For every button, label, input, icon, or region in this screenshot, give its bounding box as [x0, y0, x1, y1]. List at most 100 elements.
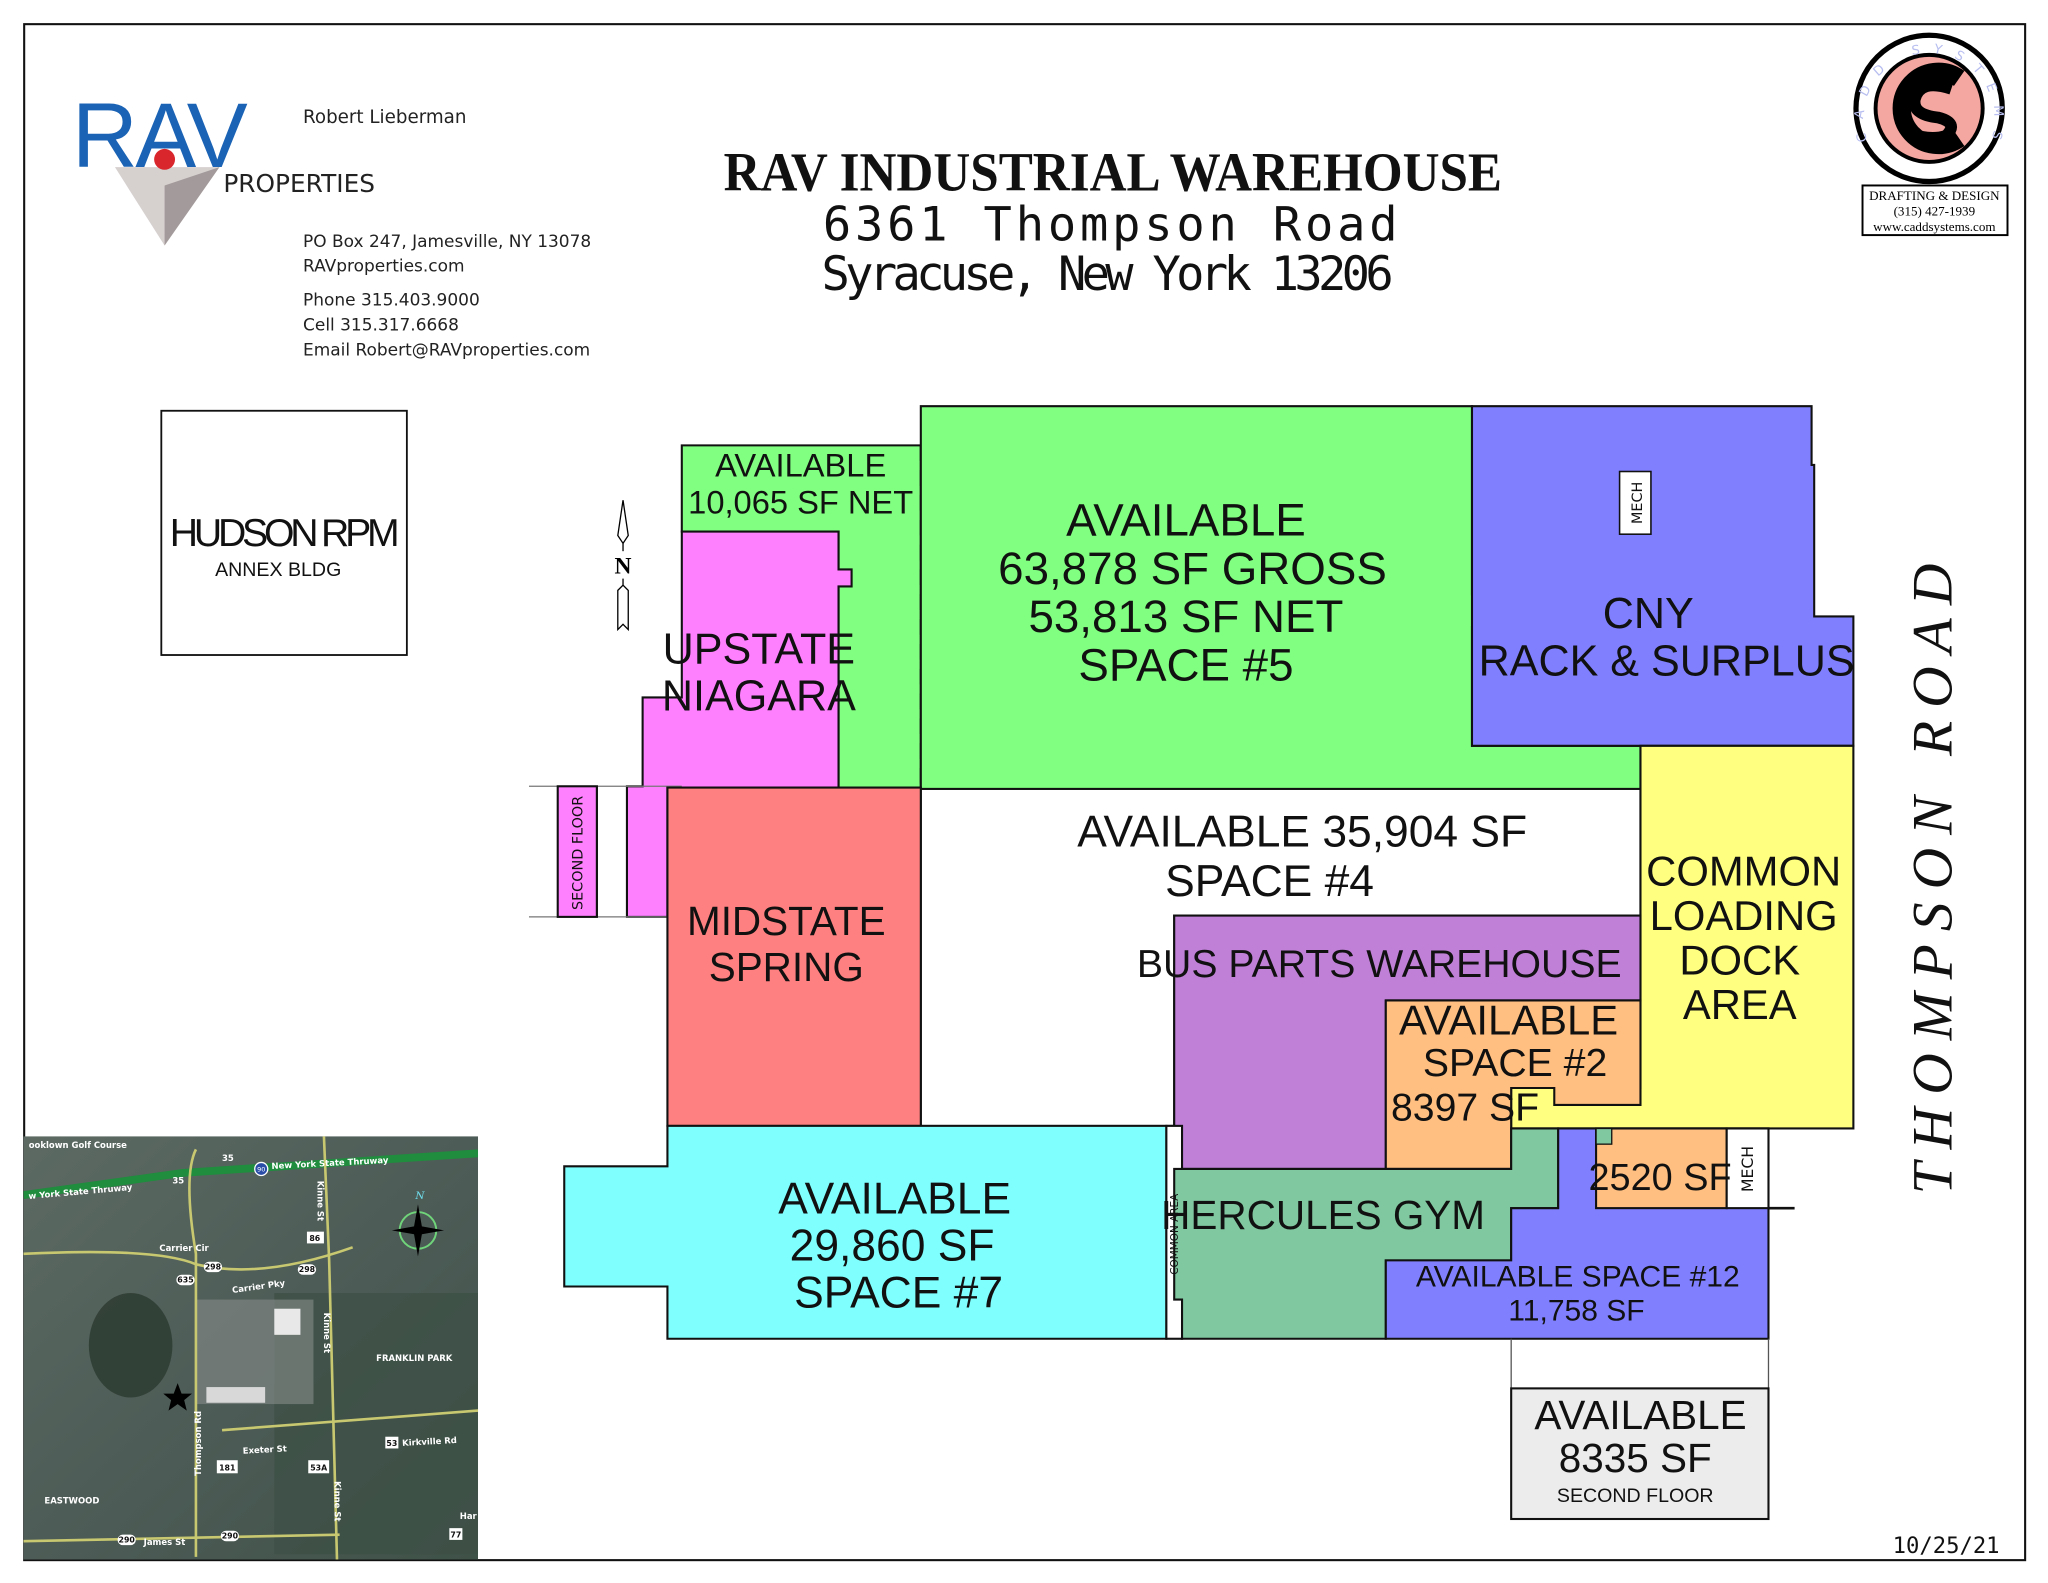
rav-logo-subtext: PROPERTIES [223, 169, 375, 198]
map-label-thompson-rd: Thompson Rd [193, 1411, 203, 1476]
contact-name: Robert Lieberman [303, 107, 466, 128]
space-5-label: 53,813 SF NET [1028, 591, 1343, 642]
midstate-label: MIDSTATE [687, 898, 886, 944]
route-shield: 181 [219, 1464, 235, 1473]
bus-parts-label: BUS PARTS WAREHOUSE [1137, 943, 1622, 986]
cadd-systems-logo: CADD SYSTEMS DRAFTING & DESIGN (315) 427… [1852, 32, 2009, 237]
thompson-road-label: THOMPSON ROAD [1901, 551, 1964, 1195]
cadd-line-3[interactable]: www.caddsystems.com [1873, 219, 1995, 234]
hudson-line-2: ANNEX BLDG [215, 559, 341, 581]
rav-properties-card: RAV PROPERTIES Robert Lieberman PO Box 2… [72, 85, 591, 360]
cny-label: RACK & SURPLUS [1479, 637, 1855, 685]
map-compass-rose-icon: N [391, 1190, 445, 1257]
hudson-rpm-building: HUDSON RPM ANNEX BLDG [160, 409, 408, 656]
loading-dock-label: COMMON [1646, 848, 1841, 895]
route-shield: 53A [310, 1464, 328, 1473]
space-2520-room[interactable] [1595, 1127, 1728, 1210]
route-shield: 77 [450, 1530, 461, 1539]
space-8335-label: SECOND FLOOR [1557, 1485, 1714, 1507]
sheet-border [23, 23, 2027, 1562]
space-8335-room[interactable] [1510, 1387, 1770, 1521]
address-line-2: Syracuse, New York 13206 [822, 247, 1394, 302]
space-10065-label: AVAILABLE [715, 447, 886, 484]
cny-label: CNY [1603, 590, 1694, 638]
space-8335-label: AVAILABLE [1534, 1392, 1746, 1438]
contact-cell: Cell 315.317.6668 [303, 315, 459, 335]
route-shield: 86 [309, 1234, 320, 1243]
map-compass-n: N [414, 1190, 425, 1202]
space-5-label: SPACE #5 [1078, 639, 1293, 690]
map-label-kinne-st: Kinne St [322, 1313, 332, 1353]
map-label-exeter-st: Exeter St [243, 1443, 288, 1455]
route-shield: 635 [177, 1276, 193, 1285]
upstate-label: NIAGARA [662, 673, 856, 721]
space-5-label: AVAILABLE [1066, 495, 1306, 546]
room-labels: AVAILABLE 10,065 SF NET AVAILABLE 63,878… [571, 447, 1855, 1507]
mech-room-bottom [1725, 1127, 1770, 1210]
map-label-james-st: James St [143, 1537, 186, 1547]
space-2520-label: 2520 SF [1589, 1157, 1732, 1199]
space-4-label: SPACE #4 [1165, 857, 1374, 906]
map-label-kirkville-rd: Kirkville Rd [402, 1435, 457, 1448]
loading-dock-label: LOADING [1650, 892, 1838, 939]
rav-logo-dot [154, 148, 176, 170]
map-label-carrier-cir: Carrier Cir [159, 1243, 209, 1253]
route-shield: 53 [386, 1439, 397, 1448]
route-shield: 290 [119, 1536, 136, 1545]
loading-dock-label: DOCK [1679, 936, 1800, 983]
cadd-line-2: (315) 427-1939 [1894, 204, 1976, 219]
contact-phone: Phone 315.403.9000 [303, 291, 480, 311]
map-interstate-number: 90 [257, 1166, 265, 1174]
space-7-label: 29,860 SF [790, 1221, 995, 1270]
map-label-hart: Har [460, 1511, 478, 1521]
space-2-label: 8397 SF [1391, 1087, 1539, 1130]
page-title: RAV INDUSTRIAL WAREHOUSE [724, 142, 1502, 203]
second-floor-label: SECOND FLOOR [571, 796, 587, 910]
map-label-kinne-st: Kinne St [315, 1181, 325, 1221]
space-2-label: AVAILABLE [1399, 996, 1618, 1043]
contact-website[interactable]: RAVproperties.com [303, 257, 464, 277]
space-12-label: 11,758 SF [1508, 1294, 1644, 1327]
property-location-star-icon [163, 1383, 193, 1411]
drawing-date: 10/25/21 [1893, 1533, 2000, 1559]
rav-logo-text: RAV [72, 85, 248, 187]
space-2-label: SPACE #2 [1423, 1042, 1607, 1085]
second-floor-room[interactable] [556, 785, 598, 918]
route-shield: 290 [222, 1532, 239, 1541]
mech-room-top [1618, 470, 1652, 535]
rav-logo: RAV [72, 85, 250, 246]
space-10065-label: 10,065 SF NET [688, 483, 913, 520]
route-shield: 298 [205, 1263, 221, 1272]
mech-top-label: MECH [1630, 482, 1646, 524]
mech-bottom-label: MECH [1738, 1146, 1757, 1192]
cny-rack-surplus-room[interactable] [1470, 405, 1855, 747]
map-label-kinne-st: Kinne St [332, 1481, 342, 1521]
contact-address: PO Box 247, Jamesville, NY 13078 [303, 232, 591, 252]
space-7-label: AVAILABLE [778, 1174, 1011, 1223]
space-4-label: AVAILABLE 35,904 SF [1077, 807, 1527, 856]
upstate-label: UPSTATE [663, 626, 855, 674]
cadd-line-1: DRAFTING & DESIGN [1869, 188, 2000, 203]
hudson-line-1: HUDSON RPM [170, 512, 400, 555]
space-5-label: 63,878 SF GROSS [998, 543, 1387, 594]
map-label-eastwood: EASTWOOD [44, 1495, 99, 1505]
loading-dock-label: AREA [1683, 981, 1797, 1028]
space-8335-label: 8335 SF [1559, 1435, 1712, 1481]
route-shield: 298 [299, 1265, 315, 1274]
floor-plan [528, 405, 1855, 1521]
common-area-label: COMMON AREA [1169, 1193, 1181, 1275]
location-map[interactable]: ooklown Golf Course w York State Thruway… [23, 1136, 479, 1560]
map-label-exit: 35 [172, 1175, 184, 1185]
map-label-exit: 35 [222, 1153, 234, 1163]
interstate-shield-icon [254, 1161, 269, 1177]
midstate-spring-room[interactable] [666, 786, 922, 1127]
space-7-label: SPACE #7 [794, 1268, 1003, 1317]
north-arrow-icon: N [615, 500, 632, 632]
contact-email[interactable]: Email Robert@RAVproperties.com [303, 340, 590, 360]
map-label-golf: ooklown Golf Course [29, 1140, 127, 1150]
hercules-label: HERCULES GYM [1161, 1192, 1485, 1238]
midstate-label: SPRING [709, 944, 864, 990]
space-12-label: AVAILABLE SPACE #12 [1416, 1261, 1740, 1294]
north-arrow-label: N [615, 553, 632, 579]
